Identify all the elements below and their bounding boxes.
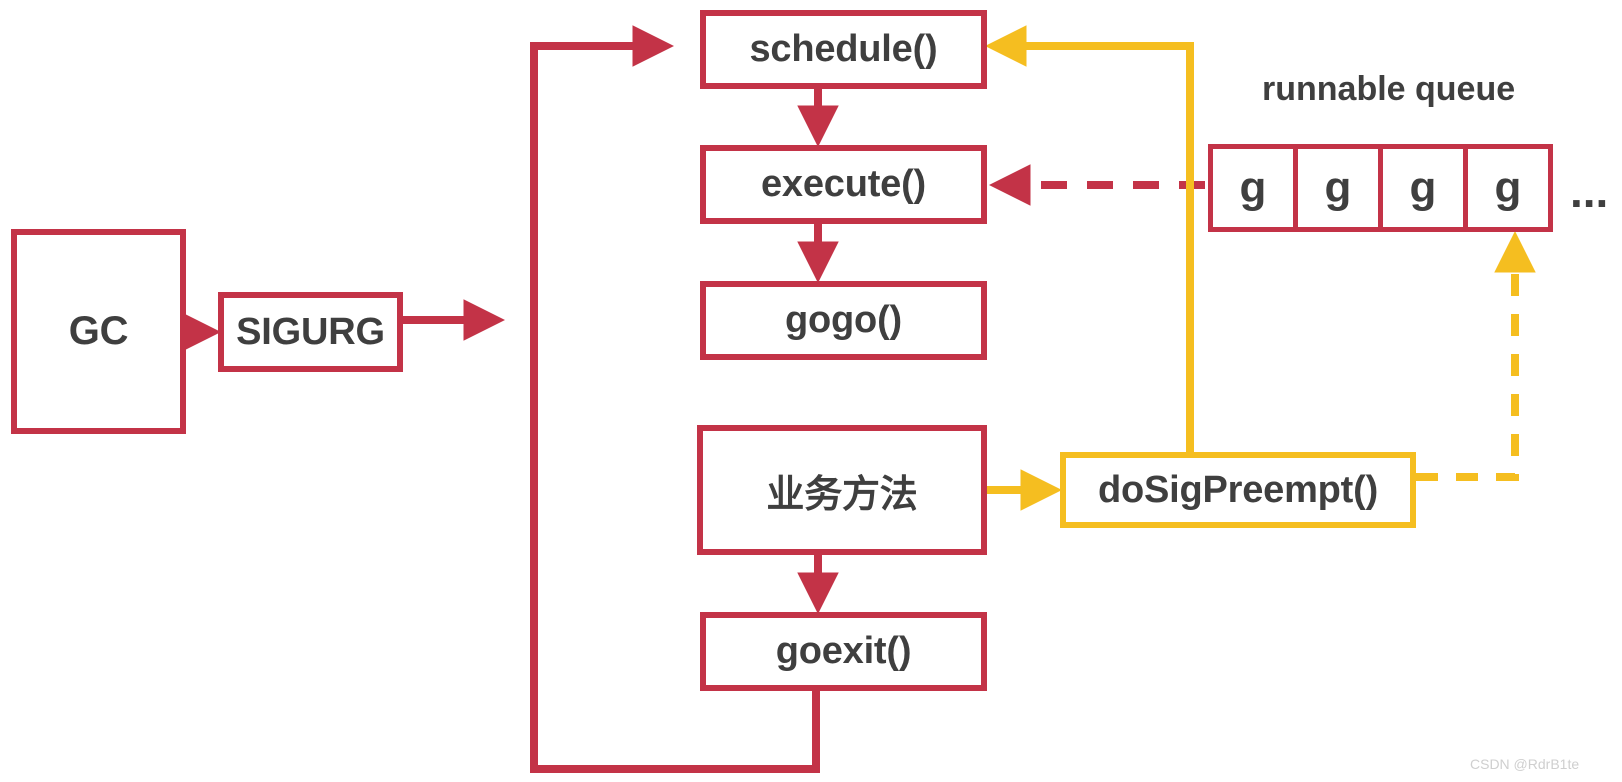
queue-cell[interactable]: g	[1378, 144, 1468, 232]
node-gogo[interactable]: gogo()	[700, 281, 987, 360]
node-gc-label: GC	[68, 309, 129, 353]
node-goexit-label: goexit()	[775, 630, 912, 672]
node-gogo-label: gogo()	[785, 299, 902, 341]
node-business-method[interactable]: 业务方法	[697, 425, 987, 555]
node-gc[interactable]: GC	[11, 229, 186, 434]
queue-cell-label: g	[1239, 163, 1267, 212]
queue-cell-label: g	[1324, 163, 1352, 212]
node-execute[interactable]: execute()	[700, 145, 987, 224]
runnable-queue-title: runnable queue	[1262, 70, 1516, 108]
edge-dosigpreempt-to-schedule	[984, 25, 1194, 452]
node-sigurg-label: SIGURG	[236, 310, 385, 353]
node-sigurg[interactable]: SIGURG	[218, 292, 403, 372]
node-dosigpreempt[interactable]: doSigPreempt()	[1060, 452, 1416, 528]
queue-cell-label: g	[1494, 163, 1522, 212]
watermark: CSDN @RdrB1te	[1470, 756, 1580, 772]
queue-cell-label: g	[1409, 163, 1437, 212]
node-dosigpreempt-label: doSigPreempt()	[1097, 468, 1379, 511]
node-business-method-label: 业务方法	[766, 473, 918, 516]
queue-cell[interactable]: g	[1208, 144, 1298, 232]
queue-cell[interactable]: g	[1293, 144, 1383, 232]
node-schedule-label: schedule()	[749, 28, 938, 70]
node-execute-label: execute()	[760, 163, 927, 205]
queue-ellipsis: ...	[1570, 165, 1609, 217]
node-schedule[interactable]: schedule()	[700, 10, 987, 89]
node-goexit[interactable]: goexit()	[700, 612, 987, 691]
edge-dosigpreempt-to-queue	[1416, 230, 1536, 481]
queue-cell[interactable]: g	[1463, 144, 1553, 232]
